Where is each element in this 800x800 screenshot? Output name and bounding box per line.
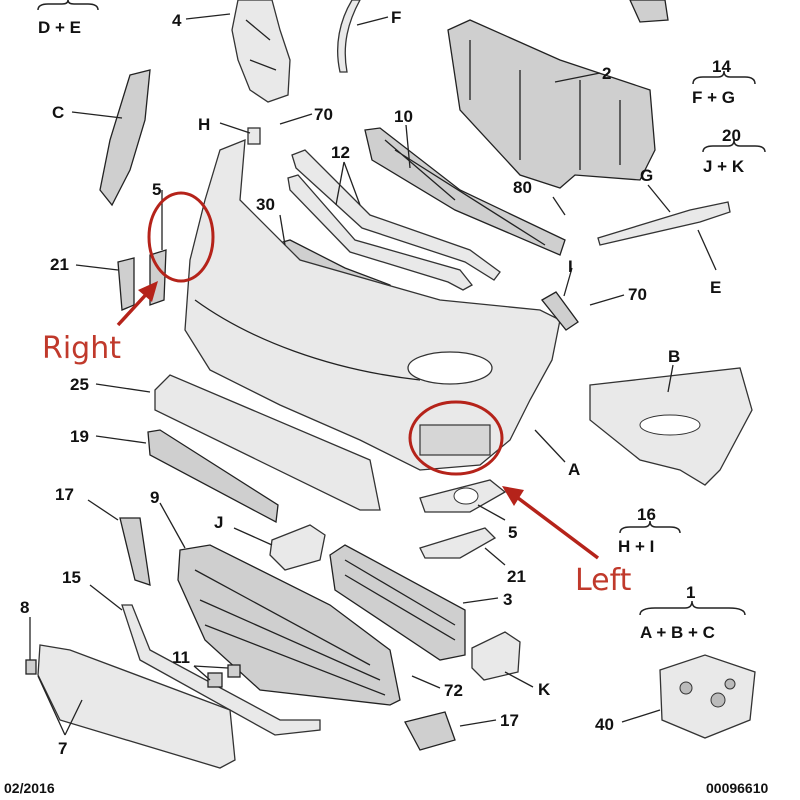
callout-H: H: [198, 115, 210, 134]
callout-7: 7: [58, 739, 67, 758]
callout-B: B: [668, 347, 680, 366]
callout-F: F: [391, 8, 401, 27]
callout-A: A: [568, 460, 580, 479]
callout-72: 72: [444, 681, 463, 700]
footer-ref-code: 00096610: [706, 780, 769, 796]
part-17-top-insert: [119, 517, 151, 586]
kit-labels: D + E 14 F + G 20 J + K 16 H + I 1 A + B…: [38, 18, 745, 642]
callout-2: 2: [602, 64, 611, 83]
callout-17-top: 17: [55, 485, 74, 504]
footer-date: 02/2016: [4, 780, 55, 796]
callout-K: K: [538, 680, 551, 699]
part-2-crossmember: [447, 19, 656, 189]
part-40-fixing-kit: [659, 654, 756, 739]
left-side-annotation: Left: [575, 563, 632, 598]
callout-30: 30: [256, 195, 275, 214]
leader-lines: [29, 13, 717, 736]
callout-5-left: 5: [508, 523, 517, 542]
part-21-right-bracket: [117, 257, 135, 311]
part-19-absorber: [147, 429, 279, 524]
callout-11: 11: [172, 648, 190, 667]
callout-19: 19: [70, 427, 89, 446]
callout-C: C: [52, 103, 64, 122]
kit-14-number: 14: [712, 57, 731, 76]
kit-20-parts: J + K: [703, 157, 745, 176]
callout-21-left: 21: [507, 567, 526, 586]
callout-4: 4: [172, 11, 182, 30]
callout-G: G: [640, 166, 653, 185]
part-10-grille: [364, 127, 566, 256]
part-15-chrome-surround: [121, 604, 321, 736]
part-C-bracket: [99, 69, 151, 207]
part-clip-top-right: [629, 0, 669, 23]
part-8-clip: [25, 659, 37, 675]
part-11-fixings: [207, 664, 241, 688]
callout-9: 9: [150, 488, 159, 507]
callout-12: 12: [331, 143, 350, 162]
part-4-bracket: [231, 0, 291, 103]
callout-8: 8: [20, 598, 29, 617]
part-21-left-cover: [419, 527, 497, 559]
part-I-clip: [541, 291, 579, 331]
part-B-side-cover: [589, 367, 753, 486]
part-J-duct: [269, 524, 326, 571]
callout-E: E: [710, 278, 721, 297]
callout-3: 3: [503, 590, 512, 609]
part-F-strip: [337, 0, 361, 73]
callout-17-bottom: 17: [500, 711, 519, 730]
part-7-lower-trim: [37, 644, 236, 769]
right-side-annotation: Right: [42, 331, 121, 366]
part-17-bottom-insert: [404, 711, 456, 751]
callout-10: 10: [394, 107, 413, 126]
brace-de: [37, 0, 99, 11]
callout-70-right: 70: [628, 285, 647, 304]
callout-5-right: 5: [152, 180, 161, 199]
part-K-duct: [471, 631, 521, 681]
callout-labels: 4 F C H 70 10 12 2 80 G E 5 21 30 I 70 B…: [20, 8, 721, 758]
brace-kit-14: [692, 70, 756, 85]
kit-16-parts: H + I: [618, 537, 654, 556]
kit-1-number: 1: [686, 583, 695, 602]
kit-16-number: 16: [637, 505, 656, 524]
left-highlight-circle: [408, 400, 504, 476]
part-25-impact-bar: [154, 374, 381, 511]
callout-J: J: [214, 513, 223, 532]
right-arrow: [116, 281, 158, 327]
brace-kit-1: [639, 600, 746, 616]
right-highlight-circle: [147, 191, 215, 283]
part-5-left-cover: [419, 479, 507, 513]
callout-70-top: 70: [314, 105, 333, 124]
callout-80: 80: [513, 178, 532, 197]
kit-de-parts: D + E: [38, 18, 81, 37]
part-H-clip: [247, 127, 261, 145]
left-arrow: [502, 486, 600, 560]
brace-kit-20: [702, 139, 766, 153]
part-12-chrome-strips: [287, 149, 501, 291]
kit-20-number: 20: [722, 126, 741, 145]
callout-25: 25: [70, 375, 89, 394]
callout-21-right: 21: [50, 255, 69, 274]
callout-I: I: [568, 257, 573, 276]
kit-1-parts: A + B + C: [640, 623, 715, 642]
part-G-moulding: [597, 201, 731, 246]
part-A-front-bumper: [184, 139, 561, 471]
callout-40: 40: [595, 715, 614, 734]
brace-kit-16: [619, 520, 681, 534]
callout-15: 15: [62, 568, 81, 587]
kit-14-parts: F + G: [692, 88, 735, 107]
part-3-shutter: [329, 544, 466, 661]
